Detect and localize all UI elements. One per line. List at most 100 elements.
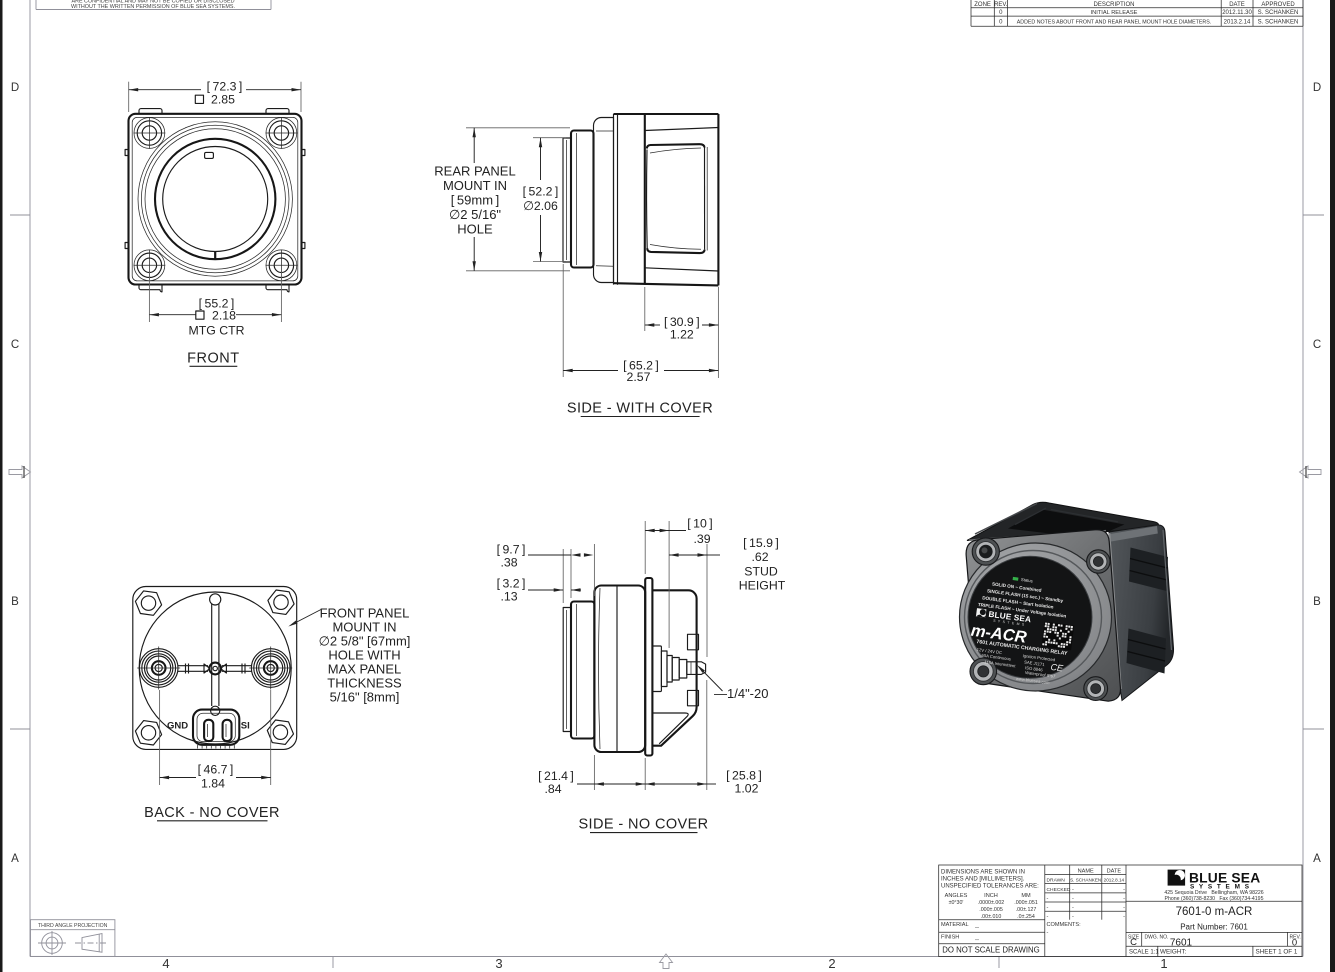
svg-text:.62: .62 (751, 550, 768, 564)
svg-text:D: D (1313, 82, 1321, 94)
svg-text:[ 52.2 ]: [ 52.2 ] (523, 184, 559, 198)
svg-text:2012.8.14: 2012.8.14 (1104, 878, 1125, 883)
svg-text:ZONE: ZONE (974, 2, 991, 8)
svg-text:2013.2.14: 2013.2.14 (1224, 19, 1251, 25)
svg-text:MATERIAL: MATERIAL (941, 922, 969, 928)
svg-text:.000±.005: .000±.005 (979, 907, 1003, 913)
svg-text:[ 9.7 ]: [ 9.7 ] (497, 543, 526, 557)
svg-text:5/16" [8mm]: 5/16" [8mm] (330, 690, 400, 705)
svg-text:-: - (1047, 896, 1049, 902)
svg-text:DESCRIPTION: DESCRIPTION (1093, 2, 1134, 8)
svg-text:[ 10 ]: [ 10 ] (687, 517, 712, 531)
svg-text:MTG CTR: MTG CTR (188, 324, 244, 338)
svg-text:FRONT PANEL: FRONT PANEL (320, 606, 410, 621)
svg-text:.39: .39 (693, 532, 710, 546)
svg-text:REAR PANEL: REAR PANEL (434, 164, 515, 179)
svg-text:FINISH: FINISH (941, 935, 959, 941)
svg-text:DWG. NO.: DWG. NO. (1145, 934, 1169, 940)
svg-text:.0000±.002: .0000±.002 (978, 900, 1005, 906)
svg-text:.00±.127: .00±.127 (1016, 907, 1037, 913)
svg-text:REV.: REV. (994, 2, 1008, 8)
svg-text:-: - (1072, 914, 1074, 920)
svg-text:0: 0 (999, 19, 1003, 25)
svg-text:Ignition Protected: Ignition Protected (1022, 653, 1056, 662)
svg-text:—1/4"-20: —1/4"-20 (714, 686, 768, 701)
svg-text:[ 30.9 ]: [ 30.9 ] (664, 315, 700, 329)
svg-text:WITHOUT THE WRITTEN PERMISSION: WITHOUT THE WRITTEN PERMISSION OF BLUE S… (71, 4, 235, 10)
svg-text:.13: .13 (500, 590, 517, 604)
svg-text:HOLE WITH: HOLE WITH (328, 648, 400, 663)
svg-text:HEIGHT: HEIGHT (739, 579, 786, 593)
svg-text:12V / 24V DC: 12V / 24V DC (976, 647, 1002, 655)
svg-text:www.bluesea.com: www.bluesea.com (1016, 676, 1051, 685)
svg-text:±0°30': ±0°30' (949, 900, 964, 906)
svg-text:115A Intermittent: 115A Intermittent (984, 659, 1017, 668)
svg-text:.00±.010: .00±.010 (981, 914, 1002, 920)
svg-text:2: 2 (828, 956, 835, 971)
svg-text:S Y S T E M S: S Y S T E M S (993, 619, 1025, 627)
svg-text:0: 0 (999, 10, 1003, 16)
svg-text:2012.11.30: 2012.11.30 (1222, 10, 1252, 16)
svg-text:[ 15.9 ]: [ 15.9 ] (743, 536, 779, 550)
svg-text:2.57: 2.57 (627, 370, 651, 384)
svg-text:.0±.254: .0±.254 (1017, 914, 1035, 920)
svg-text:SI: SI (241, 721, 250, 732)
svg-text:[ 21.4 ]: [ 21.4 ] (538, 769, 574, 783)
svg-text:-: - (1047, 905, 1049, 911)
svg-text:HOLE: HOLE (457, 222, 493, 237)
svg-text:3: 3 (495, 956, 502, 971)
svg-text:B: B (1313, 596, 1321, 608)
svg-text:4: 4 (162, 956, 169, 971)
svg-text:A: A (11, 853, 19, 865)
svg-text:CE: CE (1050, 662, 1065, 674)
svg-text:B: B (11, 596, 19, 608)
svg-text:65A Continuous: 65A Continuous (981, 653, 1011, 662)
svg-text:-: - (1123, 887, 1125, 893)
svg-text:DATE: DATE (1229, 2, 1245, 8)
svg-text:-: - (1123, 914, 1125, 920)
svg-text:-: - (1072, 887, 1074, 893)
svg-text:REV.: REV. (1290, 934, 1301, 940)
svg-text:DATE: DATE (1107, 869, 1122, 875)
svg-text:UNSPECIFIED TOLERANCES ARE:: UNSPECIFIED TOLERANCES ARE: (941, 884, 1039, 890)
svg-text:NAME: NAME (1078, 869, 1094, 875)
svg-text:BLUE SEA: BLUE SEA (1189, 870, 1260, 885)
svg-text:.38: .38 (500, 556, 517, 570)
svg-text:INCH: INCH (984, 893, 998, 899)
svg-text:[ 3.2 ]: [ 3.2 ] (497, 577, 526, 591)
svg-text:THICKNESS: THICKNESS (327, 676, 402, 691)
svg-text:INCHES AND [MILLIMETERS].: INCHES AND [MILLIMETERS]. (941, 877, 1025, 883)
svg-text:DIMENSIONS ARE SHOWN IN: DIMENSIONS ARE SHOWN IN (941, 870, 1025, 876)
svg-text:S. SCHANKEN: S. SCHANKEN (1258, 19, 1299, 25)
svg-text:APPROVED: APPROVED (1261, 2, 1295, 8)
svg-text:FRONT: FRONT (187, 350, 239, 366)
svg-text:∅2 5/16": ∅2 5/16" (449, 207, 501, 222)
svg-text:2.85: 2.85 (211, 93, 235, 107)
svg-text:A: A (1313, 853, 1321, 865)
svg-text:Status: Status (1021, 577, 1033, 584)
svg-text:GND: GND (167, 721, 188, 732)
svg-text:--: -- (975, 925, 979, 931)
svg-text:Phone (360)738-8230 Fax (360: Phone (360)738-8230 Fax (360)734-4195 (1165, 896, 1264, 902)
svg-text:-: - (1123, 896, 1125, 902)
svg-text:STUD: STUD (744, 565, 778, 579)
svg-text:DO NOT SCALE DRAWING: DO NOT SCALE DRAWING (942, 945, 1039, 954)
svg-text:BACK - NO COVER: BACK - NO COVER (144, 805, 280, 821)
svg-text:∅2.06: ∅2.06 (523, 199, 558, 213)
svg-text:ADDED NOTES ABOUT FRONT AND RE: ADDED NOTES ABOUT FRONT AND REAR PANEL M… (1017, 19, 1212, 25)
svg-text:1.02: 1.02 (735, 781, 759, 795)
svg-text:THIRD ANGLE PROJECTION: THIRD ANGLE PROJECTION (38, 923, 108, 929)
svg-text:C: C (1130, 937, 1137, 948)
svg-text:D: D (11, 82, 19, 94)
svg-text:ARE CONFIDENTIAL AND MAY NOT B: ARE CONFIDENTIAL AND MAY NOT BE COPIED O… (71, 0, 234, 5)
svg-text:SOLID ON ~ Combined: SOLID ON ~ Combined (992, 581, 1042, 592)
svg-text:ANGLES: ANGLES (945, 893, 968, 899)
svg-text:SIDE - NO COVER: SIDE - NO COVER (578, 817, 708, 833)
svg-text:0: 0 (1292, 937, 1297, 948)
svg-text:COMMENTS:: COMMENTS: (1047, 922, 1082, 928)
svg-text:1: 1 (1160, 956, 1167, 971)
svg-text:MM: MM (1021, 893, 1031, 899)
svg-text:1.84: 1.84 (201, 776, 225, 790)
svg-text:MAX PANEL: MAX PANEL (328, 662, 401, 677)
svg-text:-: - (1072, 896, 1074, 902)
